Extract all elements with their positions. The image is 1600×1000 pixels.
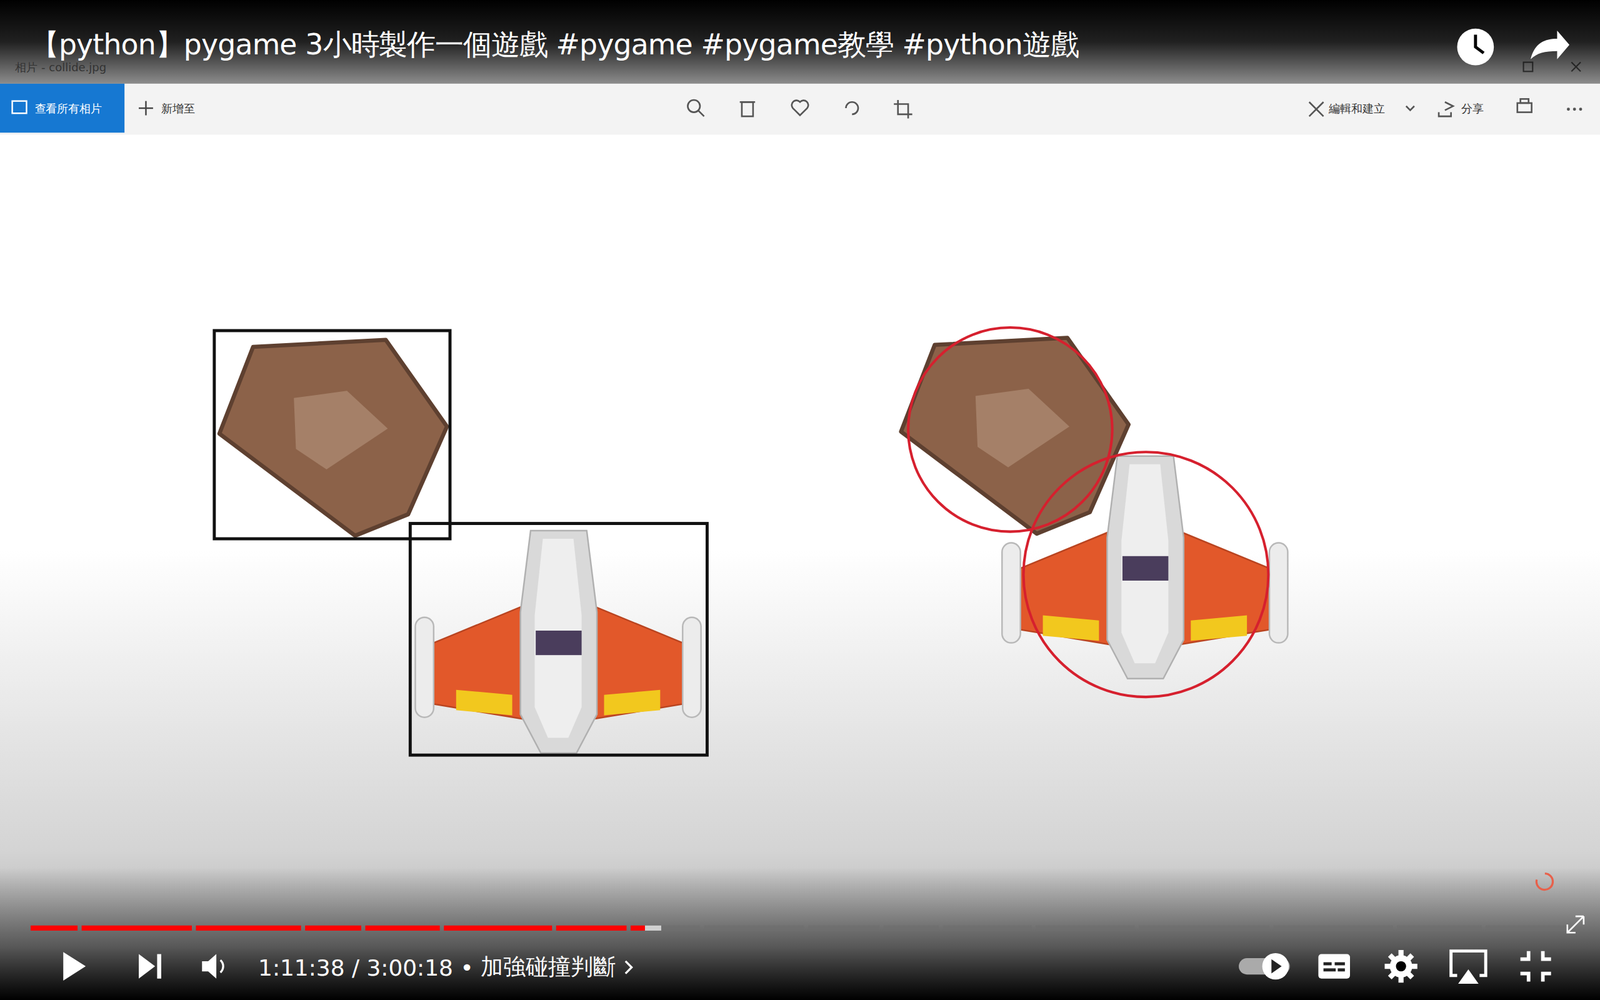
share-button: 分享 (1461, 101, 1484, 117)
chapter-title: 加強碰撞判斷 (480, 951, 616, 983)
window-title: 相片 - collide.jpg (15, 60, 107, 75)
view-all-button: 查看所有相片 (35, 101, 103, 117)
edit-create-button: 編輯和建立 (1328, 101, 1385, 117)
time-display: 1:11:38 / 3:00:18 (258, 954, 454, 980)
chapter-chevron (622, 956, 635, 978)
time-chapter: 1:11:38 / 3:00:18 • 加強碰撞判斷 (258, 951, 635, 983)
add-to-button: 新增至 (161, 101, 195, 117)
video-title: 【python】pygame 3小時製作一個遊戲 #pygame #pygame… (30, 25, 1079, 65)
separator: • (460, 954, 474, 980)
